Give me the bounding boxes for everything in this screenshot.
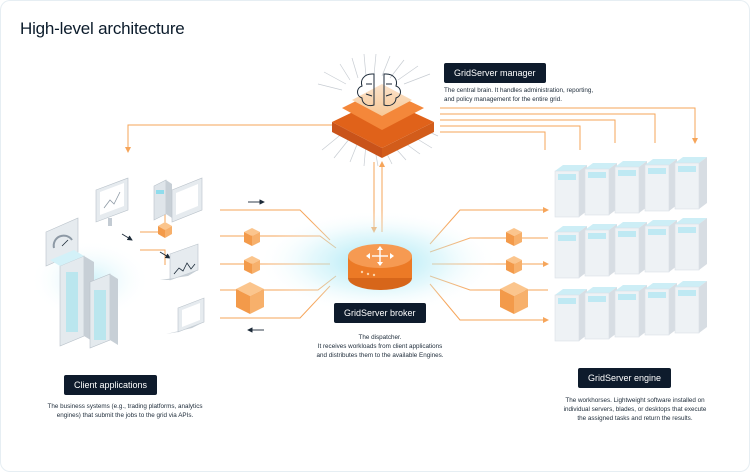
broker-description: The dispatcher. It receives workloads fr…: [290, 333, 470, 360]
engine-desc-line: the assigned tasks and return the result…: [577, 415, 693, 422]
client-server-icon: [50, 250, 118, 349]
desktop-tower-icon: [153, 177, 203, 223]
monitor-icon: [95, 177, 129, 226]
clients-label: Client applications: [64, 375, 158, 395]
data-cubes-left: [158, 222, 264, 314]
manager-desc-line: and policy management for the entire gri…: [444, 96, 562, 103]
engine-desc-line: The workhorses. Lightweight software ins…: [565, 397, 705, 404]
engine-desc-line: individual servers, blades, or desktops …: [563, 406, 707, 413]
laptop-chart-icon: [160, 243, 199, 281]
arrow-icon: [121, 199, 265, 333]
clients-desc-line: The business systems (e.g., trading plat…: [47, 403, 203, 410]
engine-label: GridServer engine: [578, 368, 672, 388]
clients-desc-line: engines) that submit the jobs to the gri…: [56, 412, 194, 419]
broker-desc-line: and distributes them to the available En…: [316, 352, 444, 359]
data-cubes-right: [500, 228, 528, 314]
manager-description: The central brain. It handles administra…: [444, 86, 593, 104]
page-title: High-level architecture: [20, 19, 185, 38]
broker-desc-line: The dispatcher.: [358, 334, 402, 341]
brain-chip-icon: [332, 73, 434, 158]
server-rack-icon: [554, 156, 708, 342]
broker-label: GridServer broker: [334, 303, 426, 323]
router-icon: [348, 244, 412, 290]
engine-description: The workhorses. Lightweight software ins…: [545, 396, 725, 423]
broker-desc-line: It receives workloads from client applic…: [317, 343, 443, 350]
clients-description: The business systems (e.g., trading plat…: [30, 402, 220, 420]
manager-label: GridServer manager: [444, 63, 546, 83]
laptop-icon: [166, 297, 205, 334]
manager-desc-line: The central brain. It handles administra…: [444, 87, 594, 94]
